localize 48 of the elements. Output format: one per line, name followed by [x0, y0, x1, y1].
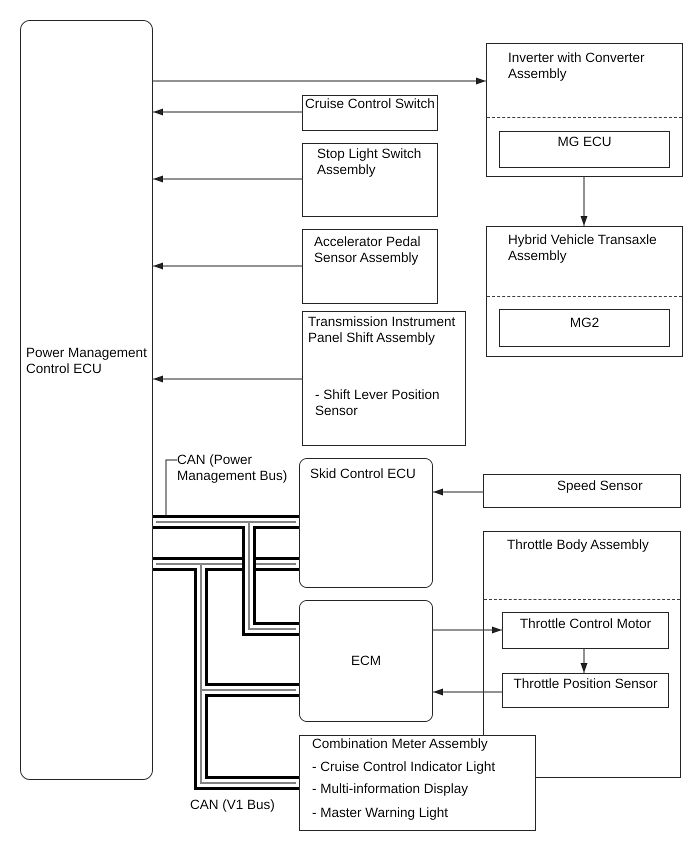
component-name: Skid Control ECU: [310, 466, 416, 482]
sensor-box: [483, 474, 681, 508]
sensor-box: [502, 673, 669, 708]
ecu-box: [20, 20, 153, 780]
bus-label: CAN (V1 Bus): [190, 797, 275, 813]
switch-box: [302, 95, 438, 131]
component-name: MG ECU: [558, 134, 612, 150]
component-name: Cruise Control Switch: [305, 96, 435, 112]
switch-box: [302, 143, 438, 217]
arrow: [432, 688, 502, 696]
component-name: Power Management Control ECU: [26, 345, 148, 377]
ecu-box: [299, 600, 433, 722]
component-name: Stop Light Switch Assembly: [317, 146, 422, 178]
arrow: [580, 648, 588, 674]
component-name: MG2: [570, 315, 600, 331]
component-name: Throttle Body Assembly: [507, 537, 649, 553]
arrow: [432, 626, 502, 634]
component-name: Accelerator Pedal Sensor Assembly: [314, 234, 422, 266]
bus-label: CAN (Power Management Bus): [177, 452, 297, 484]
component-name: Speed Sensor: [557, 478, 643, 494]
sub-component-text: - Master Warning Light: [312, 805, 448, 821]
component-name: Combination Meter Assembly: [312, 736, 488, 752]
component-name: Inverter with Converter Assembly: [508, 50, 646, 82]
motor-box: [502, 612, 669, 649]
arrow: [152, 176, 302, 182]
motor-box: [499, 309, 670, 347]
arrow: [152, 262, 302, 270]
arrow: [152, 108, 302, 116]
ecu-box: [499, 131, 670, 168]
ecu-box: [299, 458, 433, 588]
sub-component-text: - Shift Lever Position Sensor: [315, 387, 441, 419]
arrow: [432, 488, 484, 496]
arrow: [152, 78, 486, 84]
component-name: ECM: [351, 653, 381, 669]
sensor-box: [302, 229, 438, 304]
arrow: [152, 376, 302, 382]
assembly-box: [486, 226, 683, 357]
component-name: Transmission Instrument Panel Shift Assembly: [308, 314, 456, 346]
sub-component-text: - Cruise Control Indicator Light: [312, 759, 496, 775]
assembly-box: [302, 311, 466, 446]
component-name: Throttle Control Motor: [520, 616, 652, 632]
component-name: Throttle Position Sensor: [513, 676, 658, 692]
assembly-box: [486, 43, 683, 177]
meter-box: [299, 735, 536, 831]
component-name: Hybrid Vehicle Transaxle Assembly: [508, 232, 658, 264]
leader-line: [166, 460, 178, 516]
arrow: [580, 176, 588, 226]
sub-component-text: - Multi-information Display: [312, 781, 468, 797]
